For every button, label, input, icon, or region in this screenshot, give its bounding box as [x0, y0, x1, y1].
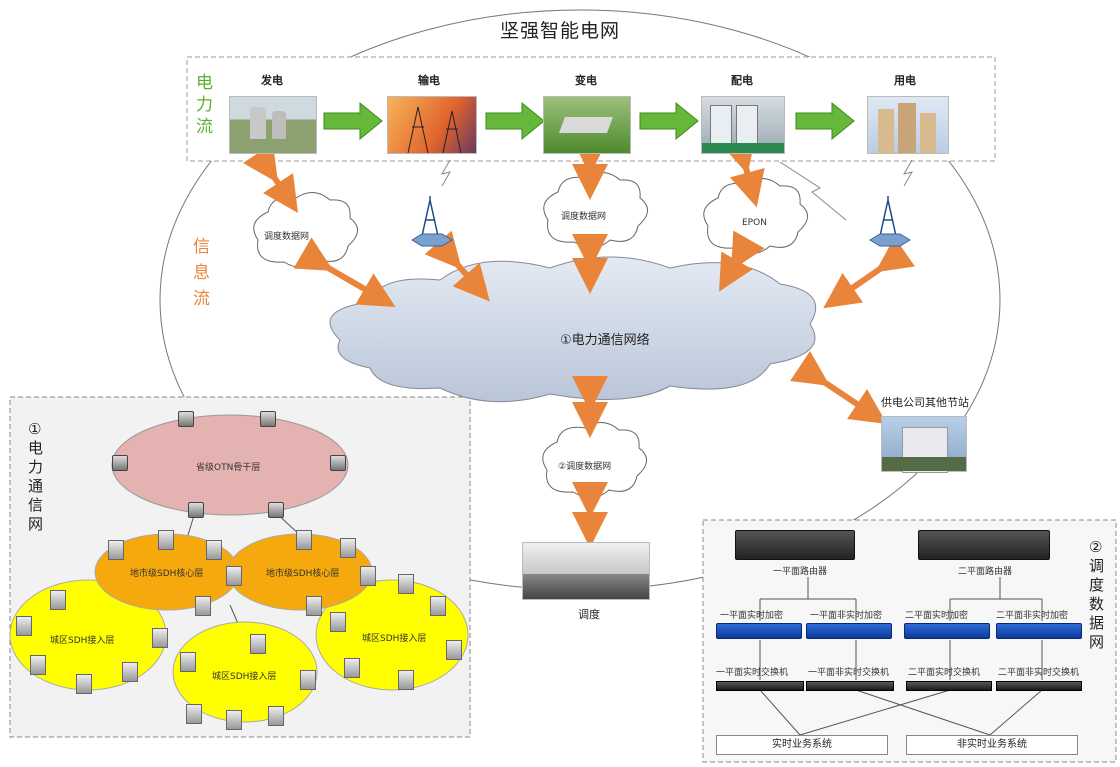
sdh-core-node — [360, 566, 376, 586]
stage-label-distribution: 配电 — [731, 74, 753, 87]
access-layer-bottom-label: 城区SDH接入层 — [212, 672, 277, 682]
access-layer-left-label: 城区SDH接入层 — [50, 636, 115, 646]
transmission-image — [387, 96, 477, 154]
switch-label: 一平面实时交换机 — [716, 668, 789, 678]
sdh-core-node — [108, 540, 124, 560]
cloud-label-dispatch-left: 调度数据网 — [264, 232, 310, 242]
realtime-system-box: 实时业务系统 — [716, 735, 888, 755]
wireless-bolts — [440, 159, 914, 221]
sdh-core-node — [195, 596, 211, 616]
power-plant-image — [229, 96, 317, 154]
switch-device — [806, 681, 894, 691]
encryptor-device — [904, 623, 990, 639]
info-flow-arrows — [243, 134, 916, 548]
sdh-core-node — [206, 540, 222, 560]
sdh-access-node — [50, 590, 66, 610]
encryptor-device — [716, 623, 802, 639]
router-plane1 — [735, 530, 855, 560]
otn-node — [188, 502, 204, 518]
otn-node — [330, 455, 346, 471]
otn-node — [178, 411, 194, 427]
access-ring-bottom — [172, 621, 318, 723]
sdh-access-node — [268, 706, 284, 726]
stage-label-transmission: 输电 — [418, 74, 440, 87]
sdh-access-node — [344, 658, 360, 678]
right-panel-label: ②调度数据网 — [1089, 538, 1105, 651]
encryptor-label: 二平面实时加密 — [905, 611, 969, 621]
sdh-core-node — [158, 530, 174, 550]
sdh-access-node — [330, 612, 346, 632]
dispatch-wiring — [759, 577, 1043, 736]
encryptor-device — [806, 623, 892, 639]
sdh-access-node — [152, 628, 168, 648]
sdh-core-node — [296, 530, 312, 550]
backbone-label: 省级OTN骨干层 — [196, 463, 261, 473]
dispatch-center-image — [522, 542, 650, 600]
switch-label: 一平面非实时交换机 — [808, 668, 890, 678]
substation-label: 供电公司其他节站 — [881, 396, 969, 409]
stage-label-generation: 发电 — [261, 74, 283, 87]
access-layer-right-label: 城区SDH接入层 — [362, 634, 427, 644]
left-panel-label: ①电力通信网 — [28, 420, 44, 533]
consumption-image — [867, 96, 949, 154]
sdh-access-node — [186, 704, 202, 724]
sdh-access-node — [76, 674, 92, 694]
switch-device — [716, 681, 804, 691]
encryptor-device — [996, 623, 1082, 639]
sdh-access-node — [398, 670, 414, 690]
router-plane1-label: 一平面路由器 — [773, 567, 828, 577]
sdh-core-node — [340, 538, 356, 558]
cloud-label-dispatch2: ②调度数据网 — [558, 462, 612, 472]
core-layer-left-label: 地市级SDH核心层 — [130, 569, 204, 579]
router-plane2 — [918, 530, 1050, 560]
sdh-access-node — [180, 652, 196, 672]
nonrealtime-system-box: 非实时业务系统 — [906, 735, 1078, 755]
switch-device — [906, 681, 992, 691]
cloud-label-epon: EPON — [742, 218, 767, 228]
sdh-access-node — [250, 634, 266, 654]
encryptor-label: 一平面实时加密 — [720, 611, 784, 621]
stage-label-substation: 变电 — [575, 74, 597, 87]
power-flow-arrows — [323, 101, 855, 141]
switch-label: 二平面非实时交换机 — [998, 668, 1080, 678]
substation-building-image — [881, 416, 967, 473]
sdh-access-node — [226, 710, 242, 730]
switch-label: 二平面实时交换机 — [908, 668, 981, 678]
sdh-access-node — [30, 655, 46, 675]
sdh-access-node — [16, 616, 32, 636]
page-title: 坚强智能电网 — [500, 20, 621, 42]
encryptor-label: 二平面非实时加密 — [996, 611, 1069, 621]
sdh-access-node — [430, 596, 446, 616]
sdh-access-node — [300, 670, 316, 690]
cloud-label-dispatch-mid: 调度数据网 — [561, 212, 607, 222]
sdh-core-node — [226, 566, 242, 586]
sdh-access-node — [446, 640, 462, 660]
core-layer-right-label: 地市级SDH核心层 — [266, 569, 340, 579]
substation-image — [543, 96, 631, 154]
tower-shapes — [421, 196, 897, 237]
dispatch-center-label: 调度 — [578, 608, 600, 621]
info-flow-label: 信息流 — [193, 237, 214, 309]
sdh-access-node — [398, 574, 414, 594]
otn-node — [112, 455, 128, 471]
switch-device — [996, 681, 1082, 691]
encryptor-label: 一平面非实时加密 — [810, 611, 883, 621]
otn-node — [268, 502, 284, 518]
distribution-image — [701, 96, 785, 154]
power-flow-label: 电力流 — [196, 73, 217, 137]
right-panel-frame — [702, 519, 1117, 763]
sdh-core-node — [306, 596, 322, 616]
tower-bases — [411, 233, 911, 247]
stage-label-consumption: 用电 — [894, 74, 916, 87]
sdh-access-node — [122, 662, 138, 682]
router-plane2-label: 二平面路由器 — [958, 567, 1013, 577]
main-cloud-label: ①电力通信网络 — [560, 333, 650, 348]
otn-node — [260, 411, 276, 427]
